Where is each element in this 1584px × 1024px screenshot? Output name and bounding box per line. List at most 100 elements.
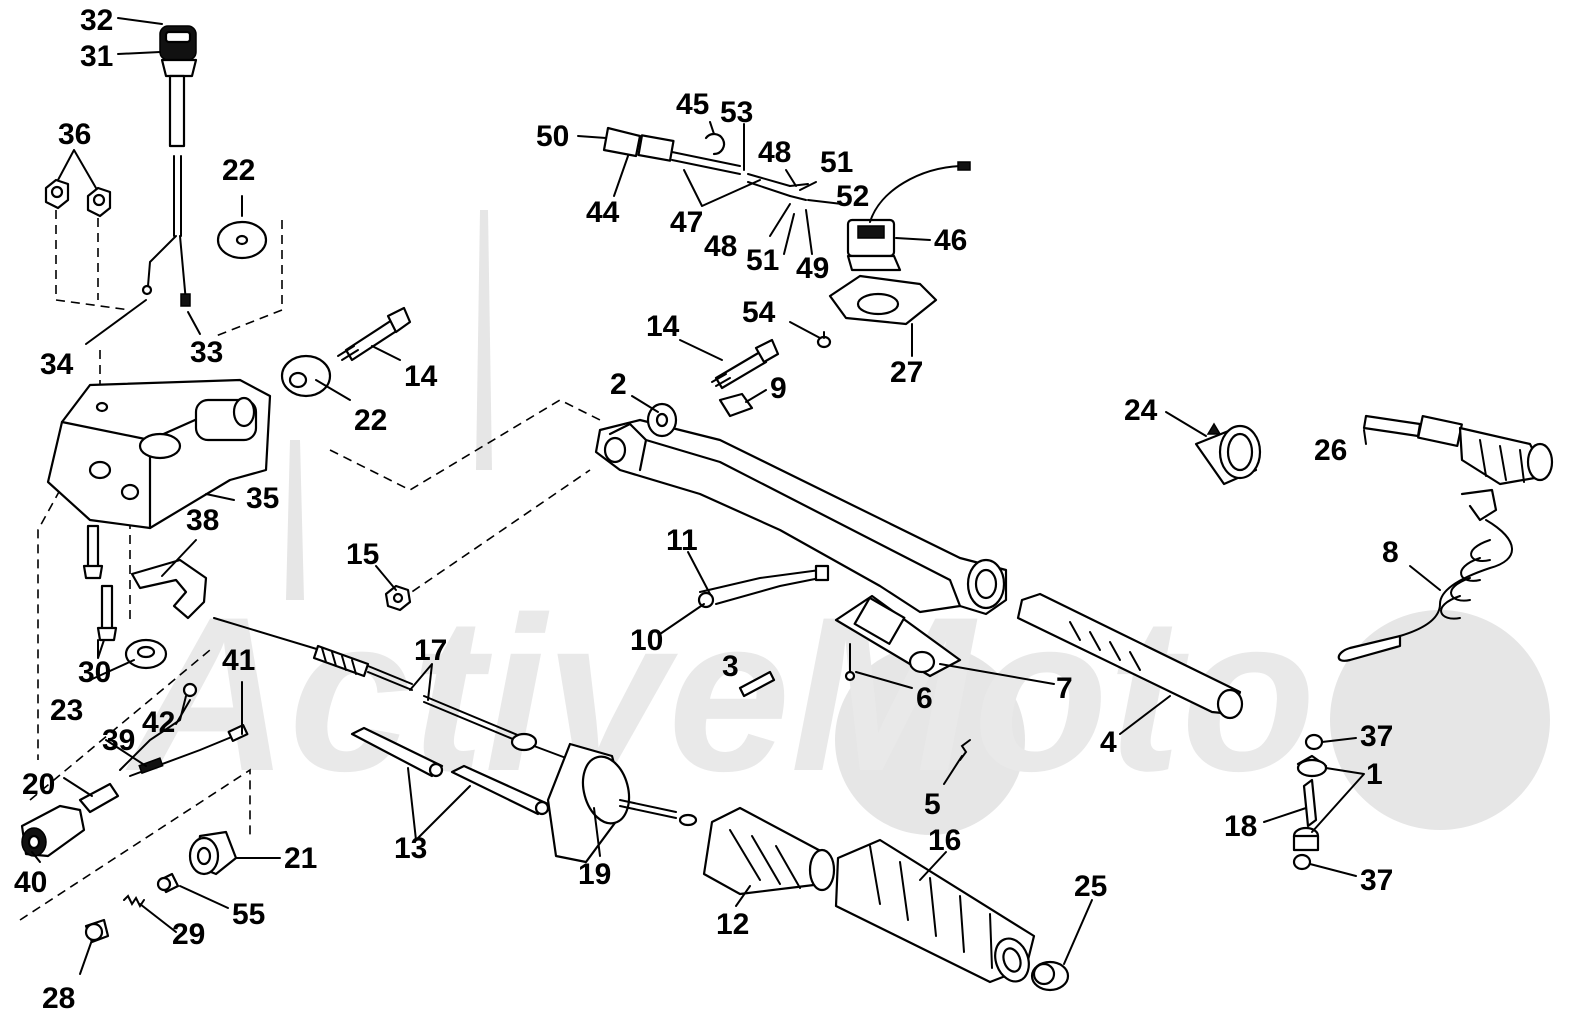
callout-42: 42 xyxy=(142,706,175,739)
callout-51: 51 xyxy=(746,244,779,277)
callout-30: 30 xyxy=(78,656,111,689)
cable-bushing-part xyxy=(546,742,698,864)
lanyard-part xyxy=(1337,488,1513,662)
callout-2: 2 xyxy=(610,368,627,401)
emergency-switch-part xyxy=(846,161,971,272)
callout-10: 10 xyxy=(630,624,663,657)
right-parts-group xyxy=(1194,414,1554,871)
shift-bracket-group xyxy=(19,25,601,944)
nut-part xyxy=(384,584,412,612)
callout-9: 9 xyxy=(770,372,787,405)
watermark: ActiveMoto xyxy=(125,210,1550,835)
throttle-cable-group xyxy=(213,584,1070,992)
screw-part xyxy=(816,331,832,349)
callout-25: 25 xyxy=(1074,870,1107,903)
stop-switch-part xyxy=(20,782,120,858)
callout-12: 12 xyxy=(716,908,749,941)
callout-36: 36 xyxy=(58,118,91,151)
callout-29: 29 xyxy=(172,918,205,951)
callout-52: 52 xyxy=(836,180,869,213)
stop-switch-bracket-part xyxy=(834,594,962,682)
adjuster-parts xyxy=(1292,733,1328,871)
throttle-shaft-part xyxy=(702,806,836,896)
key-switch-part xyxy=(141,25,198,307)
callout-16: 16 xyxy=(928,824,961,857)
callout-21: 21 xyxy=(284,842,317,875)
callout-31: 31 xyxy=(80,40,113,73)
pin-part xyxy=(738,670,776,698)
callout-26: 26 xyxy=(1314,434,1347,467)
callout-24: 24 xyxy=(1124,394,1158,427)
callout-54: 54 xyxy=(742,296,776,329)
callout-44: 44 xyxy=(586,196,620,229)
callout-34: 34 xyxy=(40,348,74,381)
callout-11: 11 xyxy=(666,524,698,557)
callout-8: 8 xyxy=(1382,536,1399,569)
callout-35: 35 xyxy=(246,482,279,515)
washer-part xyxy=(280,354,332,398)
callout-51: 51 xyxy=(820,146,853,179)
plate-part xyxy=(718,392,754,418)
callout-labels: 32 31 36 22 34 33 14 22 35 38 30 23 41 4… xyxy=(14,4,1399,1015)
clamp-part xyxy=(130,558,208,620)
watermark-text: ActiveMoto xyxy=(125,571,1316,817)
callout-48: 48 xyxy=(704,230,737,263)
callout-14: 14 xyxy=(646,310,680,343)
callout-49: 49 xyxy=(796,252,829,285)
wiring-harness-group xyxy=(602,126,971,349)
callout-14: 14 xyxy=(404,360,438,393)
callout-38: 38 xyxy=(186,504,219,537)
end-cap-part xyxy=(1030,960,1070,992)
callout-41: 41 xyxy=(222,644,255,677)
callout-37: 37 xyxy=(1360,720,1393,753)
callout-17: 17 xyxy=(414,634,447,667)
throttle-grip-part xyxy=(834,838,1036,984)
throttle-tube-part xyxy=(1016,592,1244,720)
callout-50: 50 xyxy=(536,120,569,153)
callout-28: 28 xyxy=(42,982,75,1015)
switch-plate-part xyxy=(828,274,938,326)
callout-4: 4 xyxy=(1100,726,1117,759)
callout-55: 55 xyxy=(232,898,265,931)
callout-1: 1 xyxy=(1366,758,1383,791)
callout-19: 19 xyxy=(578,858,611,891)
callout-47: 47 xyxy=(670,206,703,239)
screw-part xyxy=(82,524,118,642)
callout-18: 18 xyxy=(1224,810,1257,843)
washer-part xyxy=(216,220,268,260)
callout-15: 15 xyxy=(346,538,379,571)
callout-20: 20 xyxy=(22,768,55,801)
callout-23: 23 xyxy=(50,694,83,727)
callout-6: 6 xyxy=(916,682,933,715)
callout-45: 45 xyxy=(676,88,709,121)
stop-button-part xyxy=(1362,414,1554,486)
callout-7: 7 xyxy=(1056,672,1073,705)
callout-32: 32 xyxy=(80,4,113,37)
callout-53: 53 xyxy=(720,96,753,129)
callout-22: 22 xyxy=(222,154,255,187)
tube-part xyxy=(350,726,550,816)
bolt-part xyxy=(337,306,412,362)
callout-33: 33 xyxy=(190,336,223,369)
callout-5: 5 xyxy=(924,788,941,821)
callout-22: 22 xyxy=(354,404,387,437)
nut-part xyxy=(124,638,168,670)
detent-parts xyxy=(84,872,180,944)
callout-37: 37 xyxy=(1360,864,1393,897)
tiller-arm-group xyxy=(594,338,1244,720)
friction-ring-part xyxy=(1194,422,1262,486)
callout-46: 46 xyxy=(934,224,967,257)
leader-lines xyxy=(31,17,1441,975)
callout-40: 40 xyxy=(14,866,47,899)
callout-13: 13 xyxy=(394,832,427,865)
shift-bracket-part xyxy=(46,378,272,530)
lock-nut-part xyxy=(44,178,112,218)
bushing-part xyxy=(188,830,238,876)
callout-48: 48 xyxy=(758,136,791,169)
callout-39: 39 xyxy=(102,724,135,757)
callout-3: 3 xyxy=(722,650,739,683)
callout-27: 27 xyxy=(890,356,923,389)
bolt-part xyxy=(711,338,780,390)
